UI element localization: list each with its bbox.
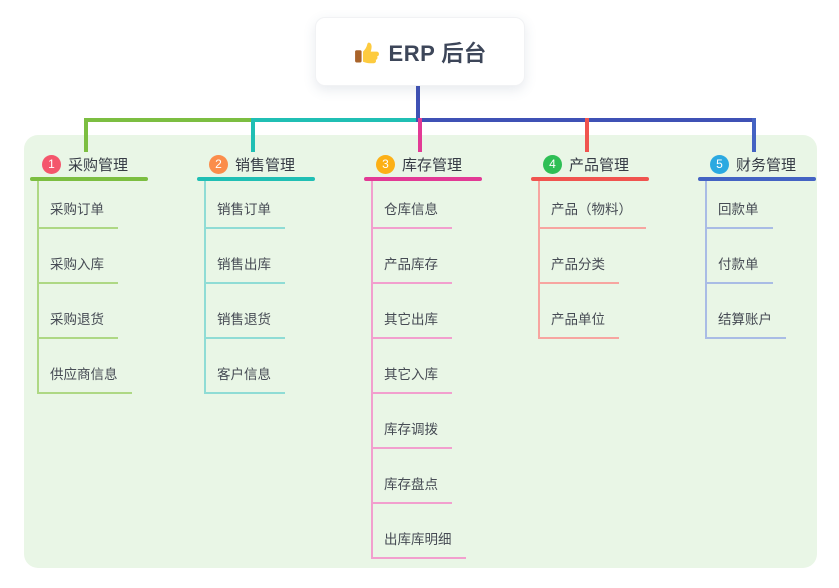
branch-connector-line [371, 181, 373, 559]
branch-title-node[interactable]: 5 财务管理 [698, 151, 796, 177]
child-node[interactable]: 供应商信息 [37, 366, 132, 394]
branch-number-badge: 1 [42, 154, 61, 174]
branch-title-label: 采购管理 [68, 156, 129, 174]
branch-number-badge: 4 [543, 154, 562, 174]
branch-connector-line [705, 181, 707, 339]
child-node[interactable]: 其它出库 [371, 311, 452, 339]
connector-spine-segment [253, 118, 420, 122]
branch-underline [698, 177, 816, 181]
child-node[interactable]: 销售出库 [204, 256, 285, 284]
child-node[interactable]: 库存盘点 [371, 476, 452, 504]
branch-number-badge: 2 [209, 154, 228, 174]
branch-title-node[interactable]: 1 采购管理 [30, 151, 128, 177]
child-node[interactable]: 采购退货 [37, 311, 118, 339]
root-node[interactable]: ERP 后台 [315, 17, 525, 86]
branch-title-label: 产品管理 [569, 156, 630, 174]
branch-connector-line [204, 181, 206, 394]
child-node[interactable]: 出库库明细 [371, 531, 466, 559]
child-node[interactable]: 销售退货 [204, 311, 285, 339]
branch-underline [531, 177, 649, 181]
branch-connector-line [37, 181, 39, 394]
branch-underline [364, 177, 482, 181]
root-label: ERP 后台 [388, 40, 487, 66]
child-node[interactable]: 采购入库 [37, 256, 118, 284]
child-node[interactable]: 产品单位 [538, 311, 619, 339]
connector-spine-segment [86, 118, 253, 122]
branch-title-label: 财务管理 [736, 156, 797, 174]
branch-underline [30, 177, 148, 181]
branch-drop-line [84, 118, 88, 152]
branch-title-node[interactable]: 4 产品管理 [531, 151, 629, 177]
thumbs-up-icon [354, 39, 380, 65]
branches-panel [24, 135, 817, 568]
child-node[interactable]: 产品（物料） [538, 201, 646, 229]
child-node[interactable]: 回款单 [705, 201, 773, 229]
child-node[interactable]: 客户信息 [204, 366, 285, 394]
child-node[interactable]: 结算账户 [705, 311, 786, 339]
branch-underline [197, 177, 315, 181]
child-node[interactable]: 采购订单 [37, 201, 118, 229]
child-node[interactable]: 付款单 [705, 256, 773, 284]
root-connector-line [416, 84, 420, 122]
child-node[interactable]: 销售订单 [204, 201, 285, 229]
child-node[interactable]: 产品库存 [371, 256, 452, 284]
child-node[interactable]: 产品分类 [538, 256, 619, 284]
branch-title-node[interactable]: 3 库存管理 [364, 151, 462, 177]
branch-number-badge: 3 [376, 154, 395, 174]
child-node[interactable]: 仓库信息 [371, 201, 452, 229]
child-node[interactable]: 其它入库 [371, 366, 452, 394]
branch-title-node[interactable]: 2 销售管理 [197, 151, 295, 177]
branch-drop-line [585, 118, 589, 152]
branch-title-label: 库存管理 [402, 156, 463, 174]
branch-title-label: 销售管理 [235, 156, 296, 174]
branch-drop-line [752, 118, 756, 152]
branch-connector-line [538, 181, 540, 339]
branch-drop-line [418, 118, 422, 152]
child-node[interactable]: 库存调拨 [371, 421, 452, 449]
branch-drop-line [251, 118, 255, 152]
branch-number-badge: 5 [710, 154, 729, 174]
